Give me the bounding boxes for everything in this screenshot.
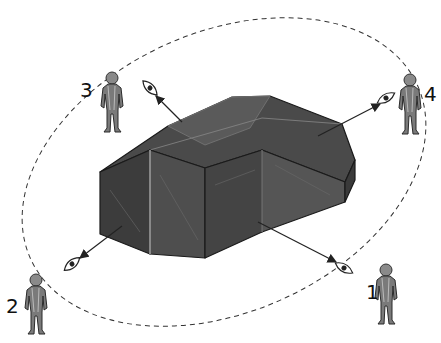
eye-symbol xyxy=(333,260,354,277)
observer-figure xyxy=(101,72,123,132)
house-model xyxy=(100,96,355,258)
observer-figure xyxy=(25,274,47,334)
view-arrows xyxy=(80,96,380,262)
callout-number: 3 xyxy=(80,80,93,100)
callout-number: 4 xyxy=(424,84,437,104)
callout-number: 2 xyxy=(6,296,19,316)
eye-symbol xyxy=(62,255,82,274)
observer-figure xyxy=(399,74,421,134)
callout-number: 1 xyxy=(366,282,379,302)
eye-symbol xyxy=(140,78,160,98)
eye-symbol xyxy=(375,90,396,107)
